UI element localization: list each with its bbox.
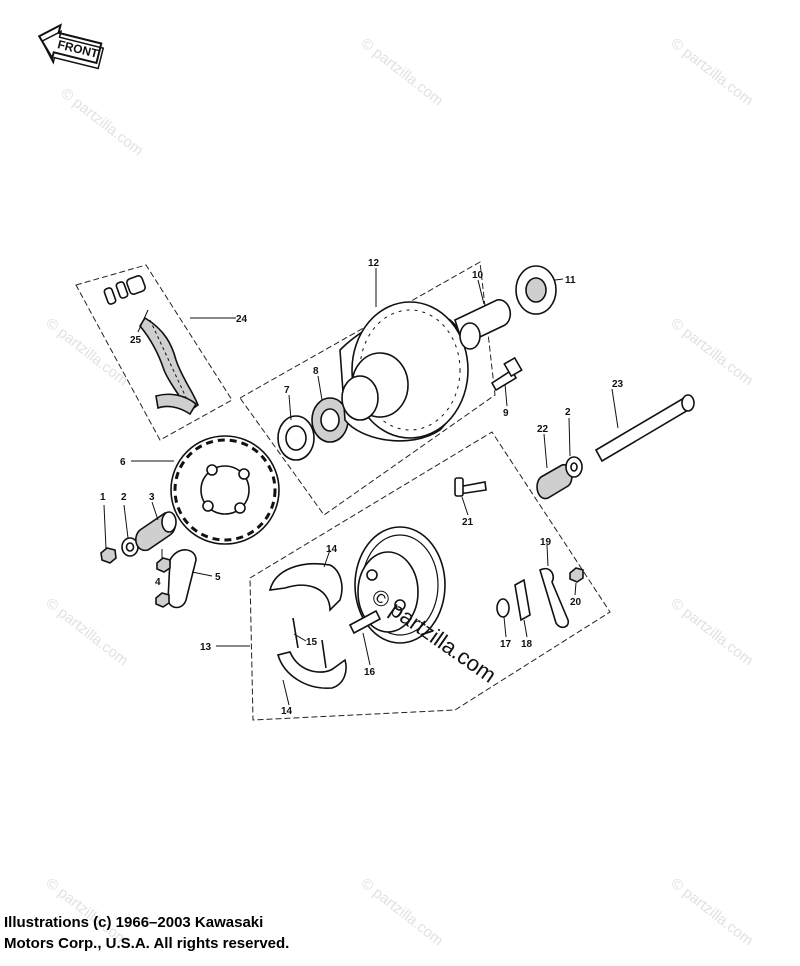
copyright-notice: Illustrations (c) 1966–2003 Kawasaki Mot… xyxy=(4,912,289,954)
watermark: © partzilla.com xyxy=(43,315,132,390)
callout-20: 20 xyxy=(570,597,582,608)
callout-19: 19 xyxy=(540,537,552,548)
callout-23: 23 xyxy=(612,379,624,390)
callout-17: 17 xyxy=(500,639,512,650)
watermark: © partzilla.com xyxy=(58,85,147,160)
watermark: © partzilla.com xyxy=(43,595,132,670)
callout-4: 4 xyxy=(155,577,161,588)
watermark: © partzilla.com xyxy=(358,35,447,110)
copyright-line-1: Illustrations (c) 1966–2003 Kawasaki xyxy=(4,914,264,931)
callout-2: 2 xyxy=(565,407,571,418)
callout-16: 16 xyxy=(364,667,376,678)
callout-12: 12 xyxy=(368,258,380,269)
leader-lines xyxy=(103,268,619,706)
callout-22: 22 xyxy=(537,424,549,435)
callout-9: 9 xyxy=(503,408,509,419)
callout-18: 18 xyxy=(521,639,533,650)
callout-3: 3 xyxy=(149,492,155,503)
watermark: © partzilla.com xyxy=(668,595,757,670)
watermark: © partzilla.com xyxy=(358,875,447,950)
watermark: © partzilla.com xyxy=(668,35,757,110)
copyright-line-2: Motors Corp., U.S.A. All rights reserved… xyxy=(4,935,290,952)
callout-11: 11 xyxy=(565,275,576,286)
callout-15: 15 xyxy=(306,637,318,648)
callout-1: 1 xyxy=(100,492,106,503)
chain-group-outline xyxy=(75,264,233,441)
watermark: © partzilla.com xyxy=(668,875,757,950)
left-hardware xyxy=(100,511,177,564)
callout-6: 6 xyxy=(120,457,126,468)
callout-10: 10 xyxy=(472,270,484,281)
callout-25: 25 xyxy=(130,335,142,346)
callout-8: 8 xyxy=(313,366,319,377)
rear-sprocket xyxy=(170,435,280,545)
callout-labels: 1 2 3 4 5 6 7 8 9 10 11 12 13 14 14 15 1… xyxy=(100,258,624,717)
callout-24: 24 xyxy=(236,314,248,325)
lock-plate xyxy=(155,549,197,609)
drive-chain xyxy=(103,275,199,416)
axle-hardware xyxy=(454,356,695,500)
callout-7: 7 xyxy=(284,385,290,396)
callout-14: 14 xyxy=(326,544,338,555)
callout-21: 21 xyxy=(462,517,474,528)
callout-14: 14 xyxy=(281,706,293,717)
drum-group-outline xyxy=(249,431,611,721)
brake-assembly xyxy=(268,526,584,689)
callout-5: 5 xyxy=(215,572,221,583)
callout-13: 13 xyxy=(200,642,212,653)
callout-2: 2 xyxy=(121,492,127,503)
wheel-hub xyxy=(277,265,557,461)
watermark: © partzilla.com xyxy=(668,315,757,390)
front-arrow-icon: FRONT xyxy=(37,23,105,70)
